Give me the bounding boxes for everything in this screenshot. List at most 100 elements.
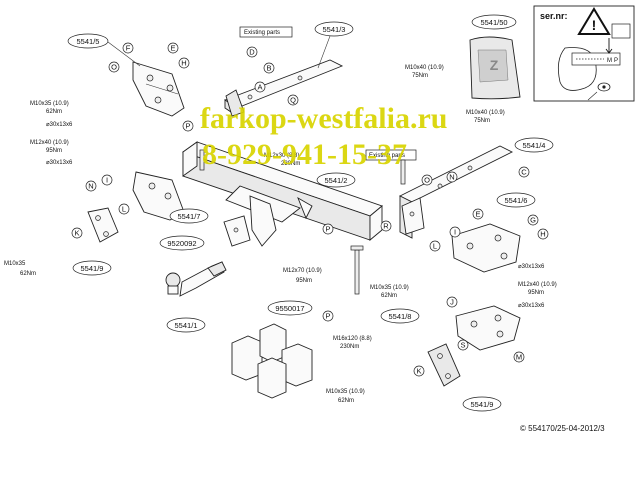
svg-text:5541/4: 5541/4 bbox=[523, 141, 546, 150]
svg-text:I: I bbox=[454, 228, 456, 237]
existing-parts-callout-1: Existing parts bbox=[239, 26, 293, 38]
svg-text:⌀30x13x6: ⌀30x13x6 bbox=[518, 264, 545, 270]
svg-text:5541/50: 5541/50 bbox=[480, 18, 507, 27]
ser-nr-label: ser.nr: bbox=[540, 11, 568, 21]
tow-ball-neck bbox=[165, 261, 227, 297]
svg-text:5541/9: 5541/9 bbox=[81, 264, 104, 273]
svg-text:B: B bbox=[266, 64, 271, 73]
svg-text:5541/5: 5541/5 bbox=[77, 37, 100, 46]
part-label-5541-9-right: 5541/9 bbox=[462, 396, 502, 412]
svg-text:M10x40 (10.9): M10x40 (10.9) bbox=[405, 65, 444, 71]
svg-text:M12x40 (10.9): M12x40 (10.9) bbox=[518, 282, 557, 288]
watermark-site: farkop-westfalia.ru bbox=[200, 102, 447, 135]
torque-spec-left-upper: M10x35 (10.9) 62Nm ⌀30x13x6 bbox=[30, 101, 73, 128]
part-label-5541-4: 5541/4 bbox=[514, 137, 554, 153]
svg-text:5541/7: 5541/7 bbox=[178, 212, 201, 221]
torque-spec-m12x30: M12x30 (8.8) 230Nm bbox=[264, 153, 300, 167]
svg-text:75Nm: 75Nm bbox=[412, 73, 428, 79]
part-label-5541-3: 5541/3 bbox=[314, 21, 354, 69]
part-label-5541-6: 5541/6 bbox=[496, 192, 536, 208]
svg-text:O: O bbox=[424, 176, 430, 185]
letter-callouts: F E O H P D B A Q N I L K R C O N E G I … bbox=[71, 42, 549, 377]
svg-text:62Nm: 62Nm bbox=[381, 293, 397, 299]
svg-text:5541/6: 5541/6 bbox=[505, 196, 528, 205]
svg-text:P: P bbox=[614, 58, 618, 64]
copyright-text: © 554170/25-04-2012/3 bbox=[520, 424, 605, 433]
part-label-5541-7: 5541/7 bbox=[169, 208, 209, 224]
svg-text:M10x40 (10.9): M10x40 (10.9) bbox=[466, 110, 505, 116]
svg-text:E: E bbox=[170, 44, 175, 53]
svg-text:M: M bbox=[607, 58, 612, 64]
svg-text:M12x70 (10.9): M12x70 (10.9) bbox=[283, 268, 322, 274]
svg-text:A: A bbox=[257, 83, 262, 92]
svg-text:D: D bbox=[249, 48, 255, 57]
torque-spec-right-b: M12x40 (10.9) 95Nm ⌀30x13x6 bbox=[518, 282, 557, 309]
part-label-5541-1: 5541/1 bbox=[166, 317, 206, 333]
svg-text:62Nm: 62Nm bbox=[338, 398, 354, 404]
svg-text:K: K bbox=[416, 367, 421, 376]
left-side-bracket-upper bbox=[132, 61, 185, 117]
svg-text:E: E bbox=[475, 210, 480, 219]
svg-text:Existing parts: Existing parts bbox=[369, 153, 405, 159]
svg-text:M12x30 (8.8): M12x30 (8.8) bbox=[264, 153, 299, 159]
svg-text:P: P bbox=[185, 122, 190, 131]
svg-text:M10x35: M10x35 bbox=[4, 261, 26, 267]
upper-side-member bbox=[224, 59, 344, 117]
svg-text:62Nm: 62Nm bbox=[46, 109, 62, 115]
right-side-member bbox=[398, 145, 514, 239]
svg-text:L: L bbox=[122, 205, 126, 214]
svg-text:⌀30x13x6: ⌀30x13x6 bbox=[46, 160, 73, 166]
right-mounting-plate bbox=[427, 343, 461, 387]
part-label-5541-9-left: 5541/9 bbox=[72, 260, 112, 276]
svg-text:M16x120 (8.8): M16x120 (8.8) bbox=[333, 336, 372, 342]
torque-spec-right-a: M10x35 (10.9) 62Nm ⌀30x13x6 bbox=[370, 264, 545, 299]
svg-text:M: M bbox=[516, 353, 522, 362]
part-label-5541-2: 5541/2 bbox=[316, 172, 356, 188]
svg-text:O: O bbox=[111, 63, 117, 72]
svg-text:5541/8: 5541/8 bbox=[389, 312, 412, 321]
socket-bracket bbox=[223, 215, 251, 247]
svg-text:G: G bbox=[530, 216, 536, 225]
right-side-bracket-upper bbox=[451, 223, 521, 273]
torque-spec-left-mid: M12x40 (10.9) 95Nm ⌀30x13x6 bbox=[30, 140, 73, 166]
svg-text:62Nm: 62Nm bbox=[20, 271, 36, 277]
svg-text:H: H bbox=[540, 230, 545, 239]
part-label-5541-5: 5541/5 bbox=[67, 33, 141, 67]
svg-text:N: N bbox=[88, 182, 93, 191]
svg-text:J: J bbox=[450, 298, 454, 307]
svg-text:N: N bbox=[449, 173, 454, 182]
torque-spec-left-lower: M10x35 62Nm bbox=[4, 261, 36, 277]
svg-text:F: F bbox=[126, 44, 131, 53]
svg-text:5541/3: 5541/3 bbox=[323, 25, 346, 34]
svg-text:230Nm: 230Nm bbox=[281, 161, 300, 167]
svg-text:⌀30x13x6: ⌀30x13x6 bbox=[518, 303, 545, 309]
part-label-9520092: 9520092 bbox=[159, 235, 205, 251]
svg-text:H: H bbox=[181, 59, 186, 68]
watermark-phone: 8-929-941-15-37 bbox=[202, 138, 407, 171]
right-side-bracket-lower bbox=[455, 305, 521, 351]
watermark: farkop-westfalia.ru 8-929-941-15-37 bbox=[200, 102, 447, 171]
svg-text:P: P bbox=[325, 312, 330, 321]
left-side-bracket-lower bbox=[132, 171, 185, 221]
svg-text:75Nm: 75Nm bbox=[474, 118, 490, 124]
svg-text:C: C bbox=[521, 168, 527, 177]
svg-text:5541/9: 5541/9 bbox=[471, 400, 494, 409]
svg-text:Q: Q bbox=[290, 96, 296, 105]
torque-spec-m10x40-top: M10x40 (10.9) 75Nm bbox=[405, 65, 444, 79]
svg-text:9520092: 9520092 bbox=[167, 239, 196, 248]
svg-text:R: R bbox=[383, 222, 389, 231]
svg-text:M10x35 (10.9): M10x35 (10.9) bbox=[30, 101, 69, 107]
svg-text:K: K bbox=[74, 229, 79, 238]
svg-text:L: L bbox=[433, 242, 437, 251]
svg-text:!: ! bbox=[592, 17, 597, 33]
svg-text:M10x35 (10.9): M10x35 (10.9) bbox=[326, 389, 365, 395]
svg-text:5541/2: 5541/2 bbox=[325, 176, 348, 185]
svg-text:Z: Z bbox=[490, 57, 499, 73]
torque-spec-m10x40-mid: M10x40 (10.9) 75Nm bbox=[466, 110, 505, 124]
torque-spec-right-c: M10x35 (10.9) 62Nm bbox=[326, 389, 365, 404]
svg-text:I: I bbox=[106, 176, 108, 185]
svg-text:P: P bbox=[325, 225, 330, 234]
torque-spec-m16x120: M16x120 (8.8) 230Nm bbox=[333, 336, 372, 350]
left-mounting-plate bbox=[87, 207, 119, 243]
